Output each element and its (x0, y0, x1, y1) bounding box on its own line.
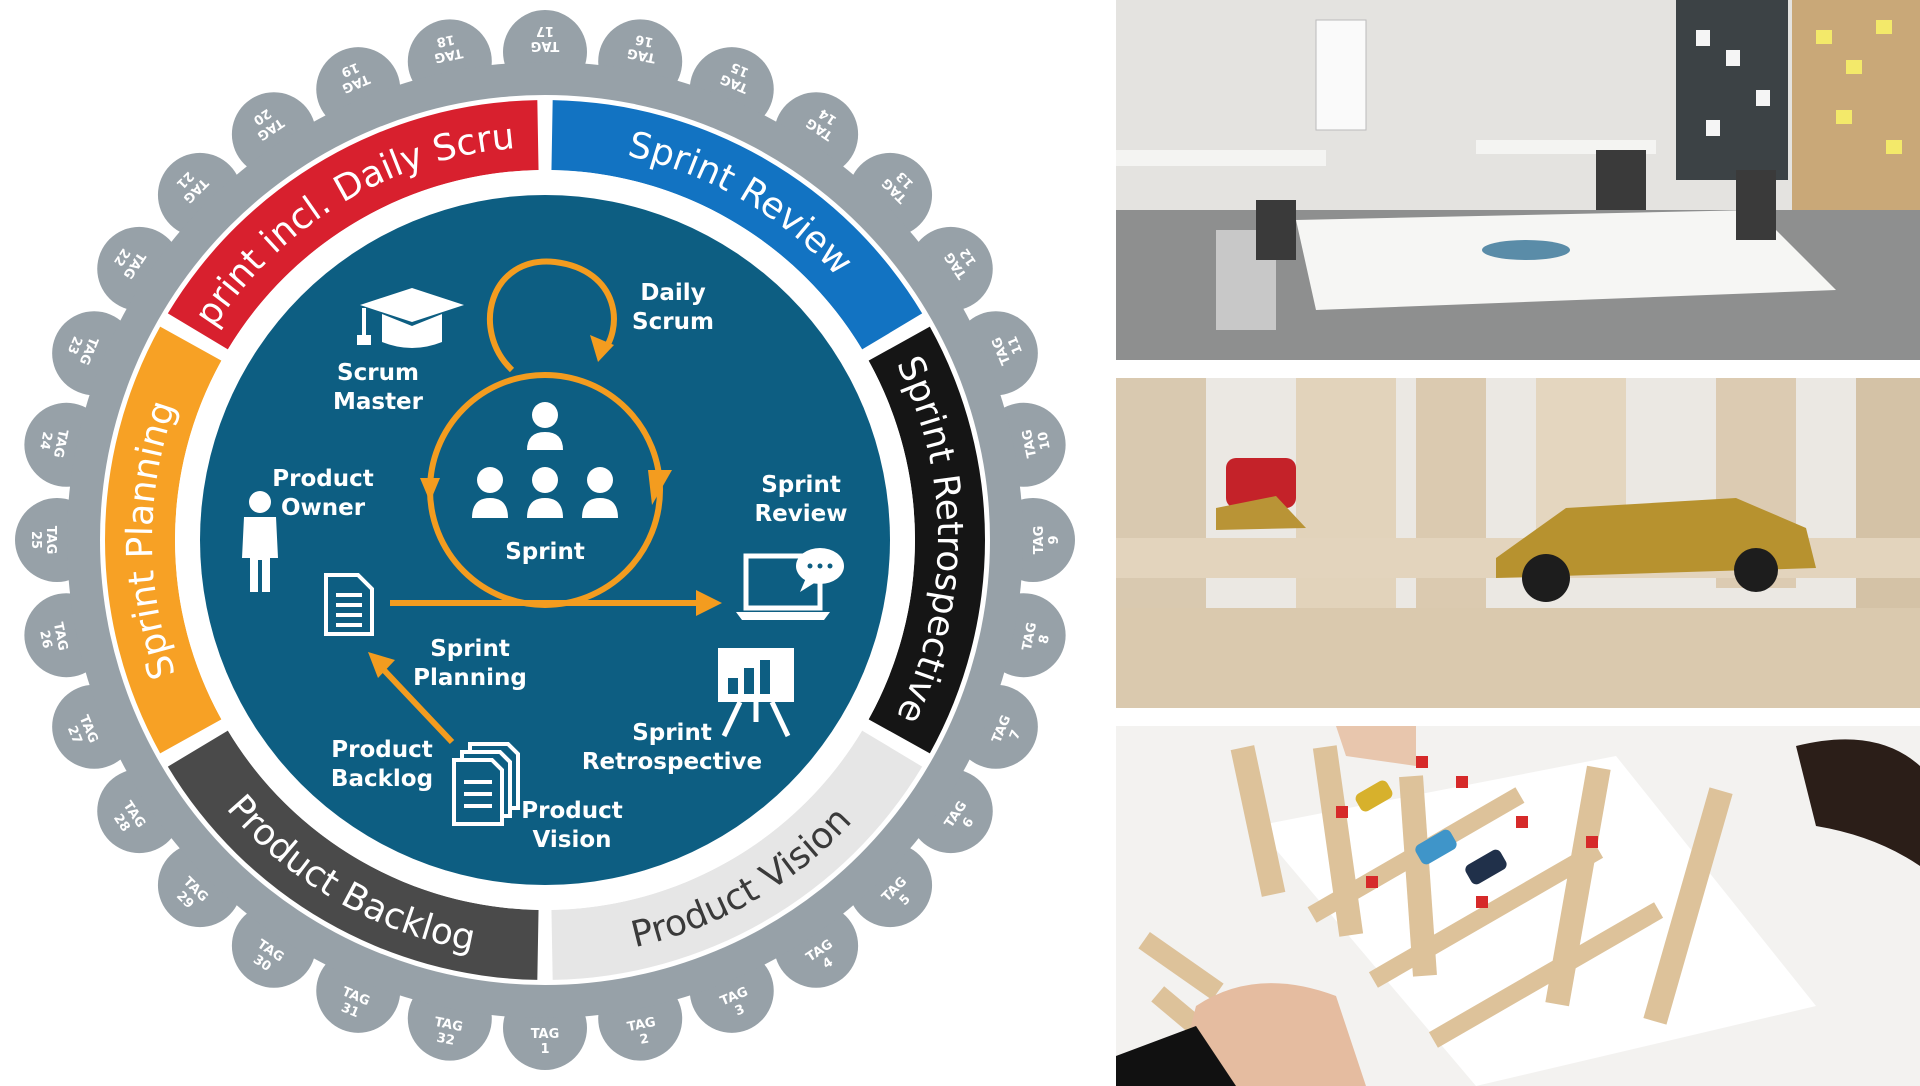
day-tab-number: 26 (36, 629, 54, 650)
day-tab-number: 9 (1047, 535, 1062, 544)
laptop-chat-icon (736, 548, 844, 620)
document-icon (324, 573, 374, 636)
day-tab-tag: TAG (50, 428, 70, 459)
day-tab-number: 32 (435, 1031, 456, 1049)
day-tab-number: 16 (634, 31, 655, 49)
day-tab-number: 25 (28, 531, 43, 549)
day-tab-tag: TAG (1032, 526, 1047, 555)
toy-car-parking-photo (1116, 378, 1920, 708)
phase-segment (868, 326, 986, 754)
phase-segment (167, 100, 539, 350)
day-tab-tag: TAG (43, 526, 58, 555)
day-tab-number: 2 (638, 1031, 650, 1047)
day-tab-number: 10 (1036, 430, 1054, 451)
day-tab-tag: TAG (433, 45, 464, 65)
day-tab-number: 8 (1036, 633, 1052, 645)
daily-arrowhead (590, 335, 614, 362)
loop-arrowhead-left (420, 478, 440, 502)
presentation-board-icon (718, 648, 794, 738)
day-tab-tag: TAG (1020, 428, 1040, 459)
sprint-label: Sprint (505, 539, 585, 565)
phase-segment (551, 730, 923, 980)
workshop-room-photo (1116, 0, 1920, 360)
day-tab-number: 19 (339, 59, 361, 80)
planning-arrowhead (368, 652, 395, 678)
team-icon (472, 402, 618, 518)
inner-circle (200, 195, 890, 885)
day-tab-tag: TAG (531, 38, 560, 53)
day-tab-tag: TAG (1020, 621, 1040, 652)
day-tab-tag: TAG (626, 45, 657, 65)
backlog-to-planning-arrow (379, 665, 455, 745)
day-tab-number: 1 (540, 1042, 549, 1057)
review-arrowhead (696, 590, 722, 616)
day-tab-tag: TAG (626, 1015, 657, 1035)
day-tab-number: 31 (339, 1000, 361, 1021)
product-owner-icon (242, 491, 278, 592)
phase-segment (105, 326, 222, 754)
building-blocks-photo (1116, 726, 1920, 1086)
phase-segment (167, 730, 539, 980)
day-tab-tag: TAG (531, 1027, 560, 1042)
loop-arrowhead-right (648, 470, 672, 505)
day-tab-number: 23 (64, 334, 85, 356)
day-tab-tag: TAG (50, 621, 70, 652)
day-tab-number: 24 (36, 430, 54, 451)
day-tab-number: 15 (729, 59, 751, 80)
day-tab-tag: TAG (433, 1015, 464, 1035)
day-tab-number: 18 (435, 31, 456, 49)
day-tab-number: 11 (1005, 334, 1026, 356)
day-tab-number: 27 (64, 724, 85, 746)
backlog-documents-icon (452, 742, 520, 826)
graduation-cap-icon (357, 288, 464, 348)
day-tab-number: 17 (536, 23, 554, 38)
phase-segment (551, 100, 923, 350)
